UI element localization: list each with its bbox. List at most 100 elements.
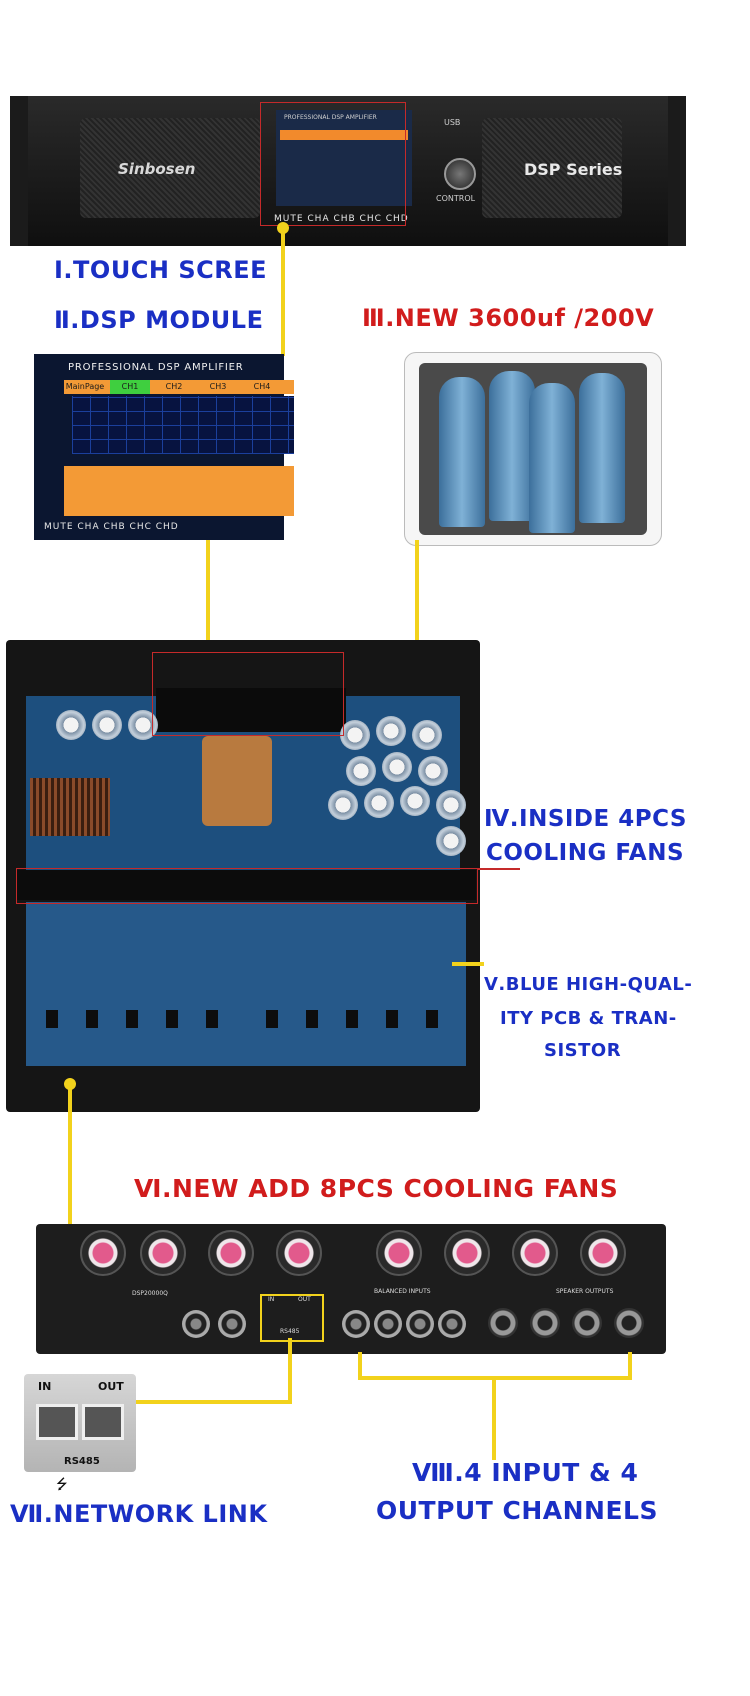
label-pcb-line2: ITY PCB & TRAN- <box>500 1008 677 1029</box>
pcb-capacitor <box>436 790 466 820</box>
dsp-parameter-grid <box>64 466 294 516</box>
pcb-capacitor <box>376 716 406 746</box>
transistor <box>166 1010 178 1028</box>
pcb-capacitor <box>400 786 430 816</box>
dsp-tab-ch2: CH2 <box>165 382 183 391</box>
transistor <box>86 1010 98 1028</box>
rear-model-label: DSP20000Q <box>132 1290 168 1297</box>
series-label: DSP Series <box>524 160 623 179</box>
label-dsp-module: Ⅱ.DSP MODULE <box>54 306 264 334</box>
label-pcb-line1: Ⅴ.BLUE HIGH-QUAL- <box>484 974 693 995</box>
xlr-link-connector <box>218 1310 246 1338</box>
pcb-capacitor <box>418 756 448 786</box>
front-grill-left <box>80 118 260 218</box>
dsp-screen-zoom: PROFESSIONAL DSP AMPLIFIER MainPage CH1 … <box>34 354 294 540</box>
front-screen-tab-bar <box>280 130 408 140</box>
connector-line-pcb <box>452 962 484 966</box>
connector-line-rear-fans <box>68 1086 72 1226</box>
io-connector-line <box>492 1376 496 1460</box>
transistor <box>126 1010 138 1028</box>
connector-line-touch <box>281 230 285 356</box>
capacitor-photo-inner <box>419 363 647 535</box>
rear-out-label: OUT <box>298 1296 311 1303</box>
inside-fans-highlight <box>16 868 478 904</box>
pcb-capacitor <box>364 788 394 818</box>
label-io-line1: Ⅷ.4 INPUT & 4 <box>412 1458 639 1487</box>
cooling-fan <box>208 1230 254 1276</box>
front-touch-screen: PROFESSIONAL DSP AMPLIFIER <box>276 110 412 206</box>
dsp-tab-ch3: CH3 <box>209 382 227 391</box>
balanced-inputs-label: BALANCED INPUTS <box>374 1288 431 1295</box>
rs485-port-highlight <box>260 1294 324 1342</box>
speaker-output-connector <box>488 1308 518 1338</box>
amplifier-rear-panel: DSP20000Q IN OUT RS485 BALANCED INPUTS S… <box>36 1224 666 1354</box>
usb-symbol-icon: ⭍ <box>56 1477 68 1493</box>
dsp-eq-graph <box>72 396 294 454</box>
cooling-fan <box>376 1230 422 1276</box>
usb-label: USB <box>444 118 461 127</box>
brand-logo: Sinbosen <box>118 160 196 178</box>
front-channel-row: MUTE CHA CHB CHC CHD <box>274 214 409 224</box>
dsp-mute-row: MUTE CHA CHB CHC CHD <box>44 522 179 532</box>
amplifier-inside-view <box>6 640 480 1112</box>
label-network-link: Ⅶ.NETWORK LINK <box>10 1500 268 1528</box>
transformer <box>202 736 272 826</box>
transistor <box>426 1010 438 1028</box>
rack-ear-left <box>10 96 28 246</box>
pcb-capacitor <box>328 790 358 820</box>
speaker-outputs-label: SPEAKER OUTPUTS <box>556 1288 614 1295</box>
touch-screen-highlight <box>260 102 406 226</box>
transistor <box>346 1010 358 1028</box>
network-port-zoom: IN OUT RS485 <box>24 1374 136 1472</box>
capacitor <box>529 383 575 533</box>
pcb-capacitor <box>412 720 442 750</box>
pcb-capacitor <box>92 710 122 740</box>
network-in-label: IN <box>38 1380 52 1393</box>
label-inside-fans-line1: Ⅳ.INSIDE 4PCS <box>484 806 687 832</box>
xlr-input-connector <box>406 1310 434 1338</box>
io-bracket-right <box>628 1352 632 1378</box>
capacitor-photo <box>404 352 662 546</box>
xlr-input-connector <box>374 1310 402 1338</box>
network-out-label: OUT <box>98 1380 124 1393</box>
xlr-link-connector <box>182 1310 210 1338</box>
xlr-input-connector <box>342 1310 370 1338</box>
label-add-fans: Ⅵ.NEW ADD 8PCS COOLING FANS <box>134 1174 619 1203</box>
dsp-module-board <box>156 688 346 732</box>
rj45-in-port <box>36 1404 78 1440</box>
control-knob <box>444 158 476 190</box>
pcb-capacitor <box>436 826 466 856</box>
transistor <box>386 1010 398 1028</box>
cooling-fan <box>444 1230 490 1276</box>
pcb-capacitor <box>346 756 376 786</box>
front-screen-title: PROFESSIONAL DSP AMPLIFIER <box>284 114 377 121</box>
fans-pointer-line <box>478 868 520 870</box>
inside-fan-row <box>16 870 476 900</box>
pcb-capacitor <box>56 710 86 740</box>
cooling-fan <box>140 1230 186 1276</box>
control-label: CONTROL <box>436 194 476 203</box>
cooling-fan <box>276 1230 322 1276</box>
label-io-line2: OUTPUT CHANNELS <box>376 1496 658 1525</box>
cooling-fan <box>580 1230 626 1276</box>
network-connector-vertical <box>288 1338 292 1402</box>
connector-dot-rear-fans <box>64 1078 76 1090</box>
dsp-module-highlight <box>152 652 344 736</box>
speaker-output-connector <box>530 1308 560 1338</box>
amplifier-front-panel: Sinbosen DSP Series PROFESSIONAL DSP AMP… <box>10 96 686 246</box>
connector-line-dsp <box>206 540 210 658</box>
pcb-capacitor <box>382 752 412 782</box>
speaker-output-connector <box>572 1308 602 1338</box>
label-pcb-line3: SISTOR <box>544 1040 622 1061</box>
dsp-tab-bar: MainPage CH1 CH2 CH3 CH4 <box>64 380 294 394</box>
capacitor <box>439 377 485 527</box>
transistor <box>206 1010 218 1028</box>
label-inside-fans-line2: COOLING FANS <box>486 840 685 866</box>
connector-dot-touch <box>277 222 289 234</box>
dsp-screen-title: PROFESSIONAL DSP AMPLIFIER <box>68 362 244 373</box>
dsp-tab-ch4: CH4 <box>253 382 271 391</box>
rear-rs485-label: RS485 <box>280 1328 300 1335</box>
cooling-fan <box>80 1230 126 1276</box>
io-bracket-left <box>358 1352 362 1378</box>
rack-ear-right <box>668 96 686 246</box>
